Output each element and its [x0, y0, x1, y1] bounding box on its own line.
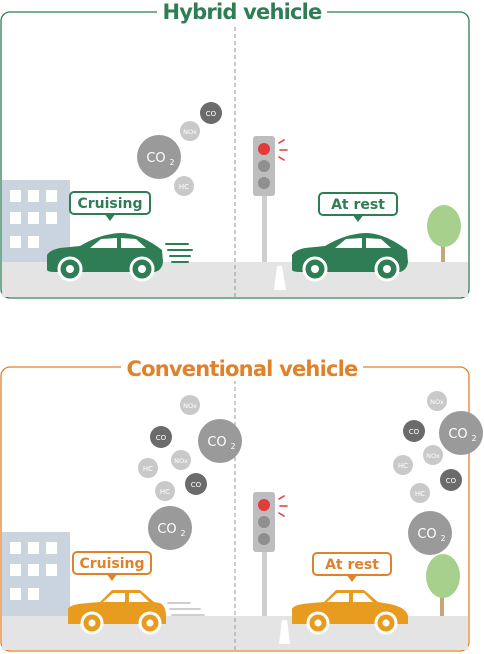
- svg-text:CO: CO: [206, 110, 217, 118]
- speed-lines-icon: [167, 602, 205, 616]
- tree-icon: [427, 205, 461, 262]
- emission-co-icon: CO: [200, 102, 222, 124]
- car-icon: [68, 590, 166, 635]
- svg-text:2: 2: [230, 442, 235, 451]
- svg-text:NOx: NOx: [183, 402, 197, 410]
- cruising-label: Cruising: [72, 551, 152, 581]
- emission-bubbles: CO NOx CO 2 HC: [137, 102, 222, 196]
- emission-hc-icon: HC: [410, 483, 430, 503]
- road-marker: [279, 620, 290, 644]
- svg-text:HC: HC: [415, 490, 425, 498]
- emission-nox-icon: NOx: [180, 395, 200, 415]
- svg-text:NOx: NOx: [426, 452, 440, 460]
- svg-text:HC: HC: [179, 183, 189, 191]
- svg-text:2: 2: [169, 158, 174, 167]
- emission-bubbles-rest: NOx CO CO 2 NOx HC CO HC CO 2: [393, 391, 483, 555]
- conventional-vehicle-panel: NOx CO CO 2 NOx HC HC CO CO 2 NOx CO CO 2 N…: [0, 354, 484, 654]
- svg-text:HC: HC: [143, 465, 153, 473]
- svg-text:CO: CO: [446, 477, 457, 485]
- conventional-scene: NOx CO CO 2 NOx HC HC CO CO 2 NOx CO CO 2 N…: [0, 366, 483, 652]
- svg-text:CO: CO: [146, 151, 165, 166]
- svg-text:NOx: NOx: [430, 398, 444, 406]
- emission-co2-icon: CO 2: [148, 506, 192, 550]
- hybrid-title: Hybrid vehicle: [0, 0, 484, 25]
- emission-hc-icon: HC: [393, 455, 413, 475]
- cruising-label: Cruising: [69, 191, 151, 221]
- traffic-light-icon: [253, 136, 288, 262]
- svg-text:CO: CO: [417, 527, 436, 542]
- emission-bubbles-cruising: NOx CO CO 2 NOx HC HC CO CO 2: [138, 395, 242, 550]
- emission-co2-icon: CO 2: [198, 419, 242, 463]
- emission-hc-icon: HC: [174, 176, 194, 196]
- traffic-light-icon: [253, 492, 288, 616]
- emission-nox-icon: NOx: [180, 121, 200, 141]
- svg-text:CO: CO: [156, 434, 167, 442]
- car-icon: [47, 233, 163, 282]
- emission-hc-icon: HC: [138, 458, 158, 478]
- emission-nox-icon: NOx: [423, 445, 443, 465]
- svg-text:HC: HC: [160, 488, 170, 496]
- svg-text:CO: CO: [207, 435, 226, 450]
- svg-text:NOx: NOx: [183, 128, 197, 136]
- svg-text:CO: CO: [191, 481, 202, 489]
- hybrid-vehicle-panel: CO NOx CO 2 HC: [0, 0, 484, 310]
- emission-hc-icon: HC: [155, 481, 175, 501]
- svg-text:CO: CO: [409, 428, 420, 436]
- emission-co-icon: CO: [185, 473, 207, 495]
- svg-text:CO: CO: [448, 427, 467, 442]
- emission-co2-icon: CO 2: [408, 511, 452, 555]
- emission-co-icon: CO: [403, 420, 425, 442]
- road-marker: [274, 266, 286, 290]
- svg-text:2: 2: [180, 529, 185, 538]
- svg-text:2: 2: [440, 534, 445, 543]
- svg-text:2: 2: [471, 434, 476, 443]
- building-icon: [2, 180, 70, 262]
- at-rest-label: At rest: [312, 552, 392, 582]
- building-icon: [2, 532, 70, 616]
- emission-co2-icon: CO 2: [439, 411, 483, 455]
- svg-text:CO: CO: [157, 522, 176, 537]
- emission-nox-icon: NOx: [427, 391, 447, 411]
- at-rest-label: At rest: [318, 192, 398, 222]
- hybrid-scene: CO NOx CO 2 HC: [0, 11, 470, 299]
- car-icon: [292, 590, 408, 635]
- tree-icon: [426, 554, 460, 616]
- emission-nox-icon: NOx: [171, 450, 191, 470]
- conventional-title: Conventional vehicle: [0, 356, 484, 382]
- car-icon: [292, 233, 408, 282]
- emission-co2-icon: CO 2: [137, 135, 181, 179]
- emission-co-icon: CO: [150, 426, 172, 448]
- svg-text:NOx: NOx: [174, 457, 188, 465]
- emission-co-icon: CO: [440, 469, 462, 491]
- speed-lines-icon: [165, 243, 193, 263]
- svg-text:HC: HC: [398, 462, 408, 470]
